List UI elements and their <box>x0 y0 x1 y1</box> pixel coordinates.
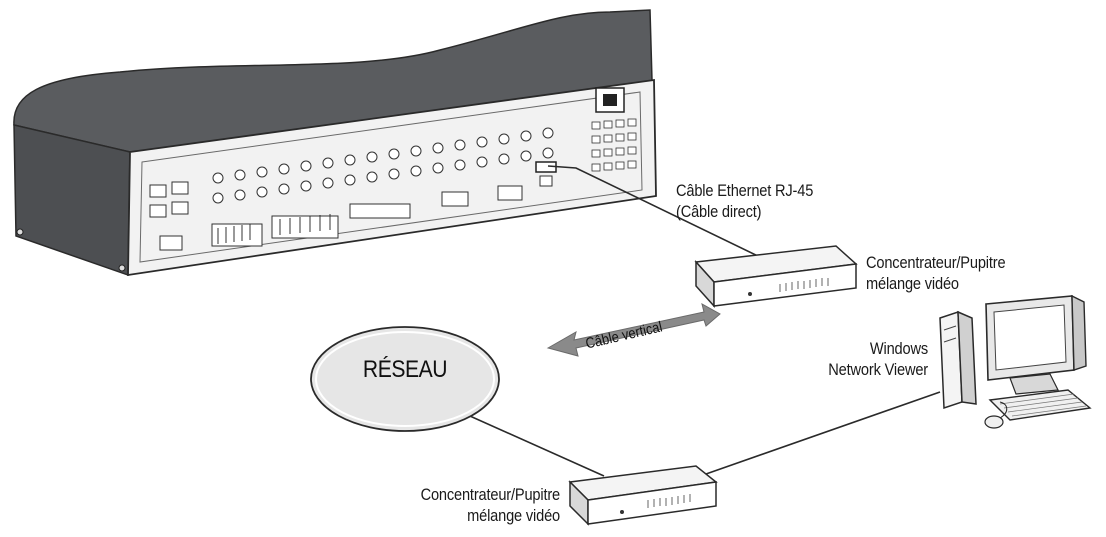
pc-keyboard <box>988 389 1092 421</box>
button-grid <box>591 118 637 172</box>
viewer-label-line1: Windows <box>869 339 928 358</box>
hub-top-label-line2: mélange vidéo <box>866 274 959 293</box>
ethernet-cable <box>547 165 763 259</box>
ethernet-cable-label-line1: Câble Ethernet RJ-45 <box>676 181 814 200</box>
hub-to-pc-cable <box>705 391 941 475</box>
hub-top-label: Concentrateur/Pupitre mélange vidéo <box>866 252 1006 294</box>
terminal-blocks <box>211 214 339 247</box>
ethernet-cable-label-line2: (Câble direct) <box>676 202 762 221</box>
dvr-left-side <box>13 124 131 277</box>
double-arrow <box>546 303 721 357</box>
hub-bottom-label-line2: mélange vidéo <box>467 506 560 525</box>
network-to-hub-cable <box>451 407 605 477</box>
hub-bottom-label: Concentrateur/Pupitre mélange vidéo <box>388 484 561 526</box>
bnc-connectors <box>212 127 554 204</box>
cables <box>451 165 941 477</box>
pc-mouse <box>984 415 1004 429</box>
hub-bottom-label-line1: Concentrateur/Pupitre <box>420 485 561 504</box>
hub-bottom <box>568 465 718 526</box>
dvr-recorder <box>13 9 657 277</box>
viewer-label: Windows Network Viewer <box>784 338 928 380</box>
ethernet-cable-label: Câble Ethernet RJ-45 (Câble direct) <box>676 180 813 222</box>
hub-top-label-line1: Concentrateur/Pupitre <box>866 253 1006 272</box>
hub-top <box>694 245 858 308</box>
viewer-label-line2: Network Viewer <box>828 360 928 379</box>
network-label: RÉSEAU <box>362 356 448 383</box>
pc-workstation <box>939 294 1092 429</box>
network-ellipse <box>310 326 500 432</box>
